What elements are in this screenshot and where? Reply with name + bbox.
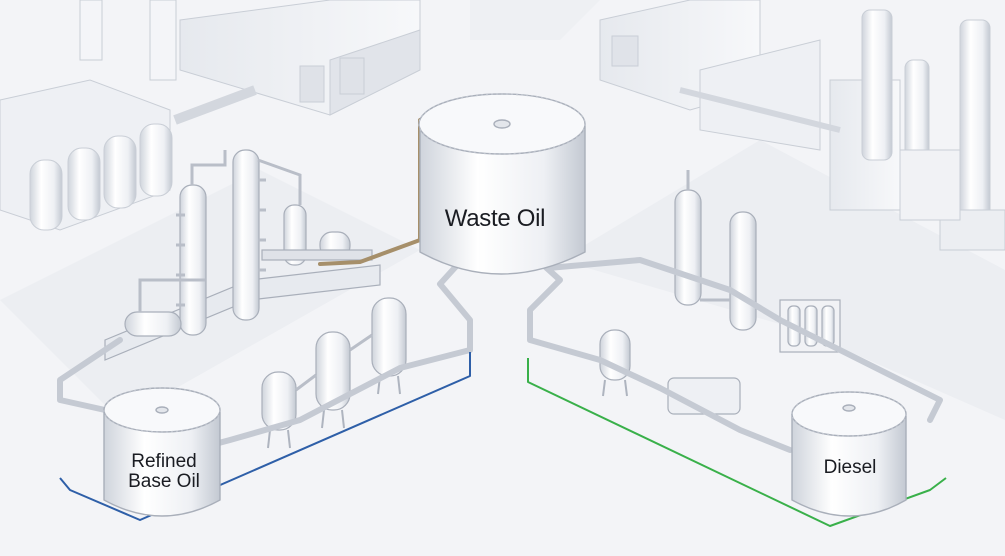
refined-base-oil-label-line-2: Base Oil [128,470,200,492]
waste-oil-label: Waste Oil [444,205,546,232]
diesel-label: Diesel [823,457,877,478]
product-routes [59,352,947,527]
filter-vessels [261,297,407,449]
distillation-unit-left [104,149,381,361]
diesel-tank[interactable] [791,391,907,517]
background-buildings-left [0,0,421,231]
background-buildings-right [599,0,1005,251]
refined-base-oil-label: Refined Base Oil [106,452,222,492]
refined-base-oil-tank[interactable] [103,387,221,517]
refined-base-oil-label-line-1: Refined [131,451,197,472]
waste-oil-tank[interactable] [418,93,586,275]
